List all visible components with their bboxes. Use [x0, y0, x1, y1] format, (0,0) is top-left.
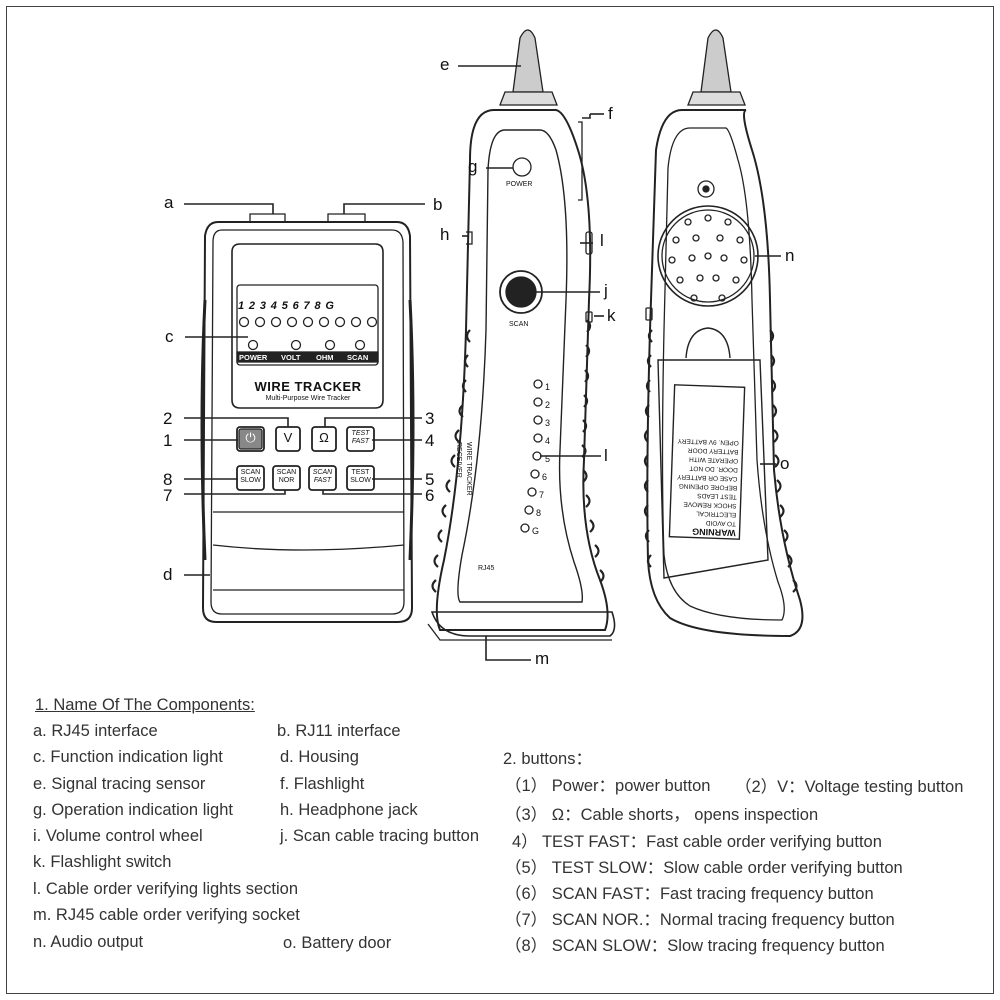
button-desc-6: （6） SCAN FAST：Fast tracing frequency but… [505, 885, 874, 903]
callout-f: f [608, 104, 613, 123]
callout-k: k [607, 306, 616, 325]
component-h: h. Headphone jack [280, 801, 418, 819]
indicator-ohm: OHM [316, 353, 334, 362]
transmitter-device [200, 213, 415, 623]
digit-g: G [325, 300, 339, 312]
component-l: l. Cable order verifying lights section [33, 880, 299, 898]
button-number-7: 7 [163, 486, 173, 505]
button-number-2: 2 [163, 409, 173, 428]
rj45-socket-label: RJ45 [478, 565, 495, 572]
power-button[interactable]: ⏻ [245, 430, 256, 445]
digit-6: 6 [292, 300, 304, 312]
button-desc-5: （5） TEST SLOW：Slow cable order verifying… [505, 859, 903, 877]
indicator-power: POWER [239, 353, 268, 362]
component-i: i. Volume control wheel [33, 827, 203, 845]
digit-5: 5 [281, 300, 293, 312]
battery-warning-text: WARNING TO AVOID ELECTRICAL SHOCK REMOVE… [674, 391, 741, 537]
scan-fast-button[interactable]: SCAN FAST [312, 469, 333, 484]
component-n: n. Audio output [33, 933, 144, 951]
ohm-button[interactable]: Ω [319, 430, 329, 445]
light-label-3: 3 [545, 418, 551, 428]
component-o: o. Battery door [283, 934, 392, 952]
button-number-6: 6 [425, 486, 435, 505]
component-m: m. RJ45 cable order verifying socket [33, 906, 300, 924]
digit-1: 1 [238, 300, 249, 312]
light-label-g: G [532, 526, 540, 536]
button-desc-1: （1） Power：power button [505, 777, 711, 795]
component-a: a. RJ45 interface [33, 722, 158, 740]
callout-e: e [440, 55, 450, 74]
callout-d: d [163, 565, 173, 584]
callout-j: j [604, 281, 608, 300]
receiver-title-line2: RECEIVER [455, 442, 462, 478]
button-number-4: 4 [425, 431, 435, 450]
callout-g: g [468, 157, 478, 176]
warning-body: TO AVOID ELECTRICAL SHOCK REMOVE TEST LE… [677, 436, 739, 528]
component-e: e. Signal tracing sensor [33, 775, 206, 793]
button-desc-4: 4） TEST FAST：Fast cable order verifying … [512, 833, 882, 851]
component-j: j. Scan cable tracing button [280, 827, 480, 845]
indicator-volt: VOLT [281, 353, 301, 362]
scan-nor-button[interactable]: SCAN NOR [276, 469, 297, 484]
digit-row: 12345678G [238, 300, 339, 312]
receiver-scan-label: SCAN [509, 321, 529, 328]
light-label-7: 7 [539, 490, 545, 500]
digit-8: 8 [314, 300, 326, 312]
button-number-3: 3 [425, 409, 435, 428]
border-frame [6, 6, 994, 994]
button-desc-8: （8） SCAN SLOW：Slow tracing frequency but… [505, 937, 885, 955]
light-label-8: 8 [536, 508, 542, 518]
voltage-button[interactable]: V [283, 430, 293, 445]
button-number-1: 1 [163, 431, 173, 450]
test-fast-button[interactable]: TEST FAST [351, 430, 370, 445]
scan-slow-button[interactable]: SCAN SLOW [240, 469, 261, 484]
button-desc-3: （3） Ω：Cable shorts， opens inspection [505, 806, 819, 824]
light-label-2: 2 [545, 400, 551, 410]
digit-2: 2 [248, 300, 260, 312]
device-subtitle: Multi-Purpose Wire Tracker [265, 395, 351, 402]
callout-c: c [165, 327, 174, 346]
callout-a: a [164, 193, 174, 212]
receiver-back [643, 29, 804, 638]
digit-3: 3 [259, 300, 271, 312]
component-k: k. Flashlight switch [33, 853, 172, 871]
light-label-1: 1 [545, 382, 551, 392]
digit-4: 4 [270, 300, 282, 312]
callout-n: n [785, 246, 795, 265]
buttons-section-title: 2. buttons： [503, 750, 592, 768]
callout-m: m [535, 649, 550, 668]
button-desc-7: （7） SCAN NOR.：Normal tracing frequency b… [505, 911, 895, 929]
digit-7: 7 [303, 300, 315, 312]
button-number-8: 8 [163, 470, 173, 489]
light-label-6: 6 [542, 472, 548, 482]
callout-o: o [780, 454, 790, 473]
receiver-front [427, 29, 616, 641]
component-f: f. Flashlight [280, 775, 365, 793]
cable-order-lights-labels: 1 2 3 4 5 6 7 8 G [532, 378, 551, 540]
indicator-scan: SCAN [347, 353, 369, 362]
components-title: 1. Name Of The Components: [35, 696, 255, 714]
receiver-title: WIRE TRACKER RECEIVER [453, 442, 473, 496]
device-title: WIRE TRACKER [254, 379, 362, 394]
button-number-5: 5 [425, 470, 435, 489]
callout-h: h [440, 225, 450, 244]
component-c: c. Function indication light [33, 748, 223, 766]
light-label-5: 5 [545, 454, 551, 464]
callout-b: b [433, 195, 443, 214]
component-d: d. Housing [280, 748, 359, 766]
receiver-power-label: POWER [506, 181, 533, 188]
callout-l: l [604, 446, 608, 465]
component-b: b. RJ11 interface [277, 722, 401, 740]
button-desc-2: （2）V：Voltage testing button [735, 778, 964, 796]
test-slow-button[interactable]: TEST SLOW [350, 469, 371, 484]
light-label-4: 4 [545, 436, 551, 446]
component-g: g. Operation indication light [33, 801, 233, 819]
callout-i: l [600, 231, 604, 250]
receiver-title-line1: WIRE TRACKER [465, 442, 472, 496]
